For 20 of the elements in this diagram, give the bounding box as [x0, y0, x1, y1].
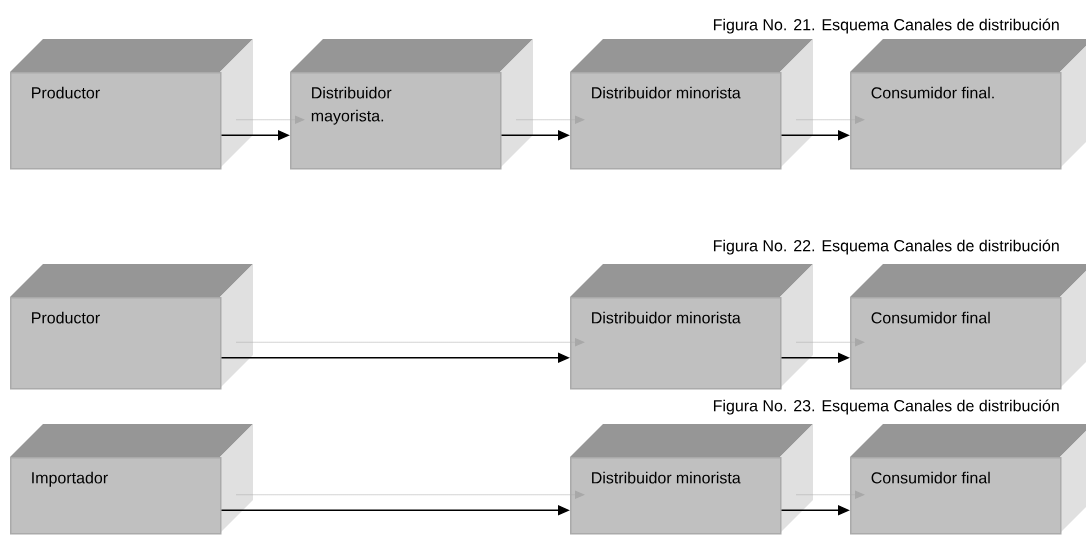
cube-box: Consumidor final: [850, 424, 1086, 535]
cube-box: Importador: [10, 424, 253, 535]
cube-box: Distribuidor mayorista.: [290, 39, 533, 170]
faint-arrow: [796, 115, 865, 124]
cube-box: Productor: [10, 39, 253, 170]
cube-box: Distribuidor minorista: [570, 424, 813, 535]
faint-arrow: [796, 338, 865, 347]
faint-arrow: [236, 338, 585, 347]
faint-arrow: [796, 490, 865, 499]
cube-box: Consumidor final: [850, 264, 1086, 390]
cube-box: Productor: [10, 264, 253, 390]
faint-arrow: [516, 115, 585, 124]
faint-arrow: [236, 490, 585, 499]
cube-box: Distribuidor minorista: [570, 264, 813, 390]
cube-box: Distribuidor minorista: [570, 39, 813, 170]
cube-box: Consumidor final.: [850, 39, 1086, 170]
figure-caption: Figura No. 21. Esquema Canales de distribución: [714, 18, 1059, 34]
faint-arrow: [236, 115, 305, 124]
figure-caption: Figura No. 22. Esquema Canales de distribución: [714, 239, 1059, 255]
figure-caption: Figura No. 23. Esquema Canales de distribución: [714, 399, 1059, 415]
